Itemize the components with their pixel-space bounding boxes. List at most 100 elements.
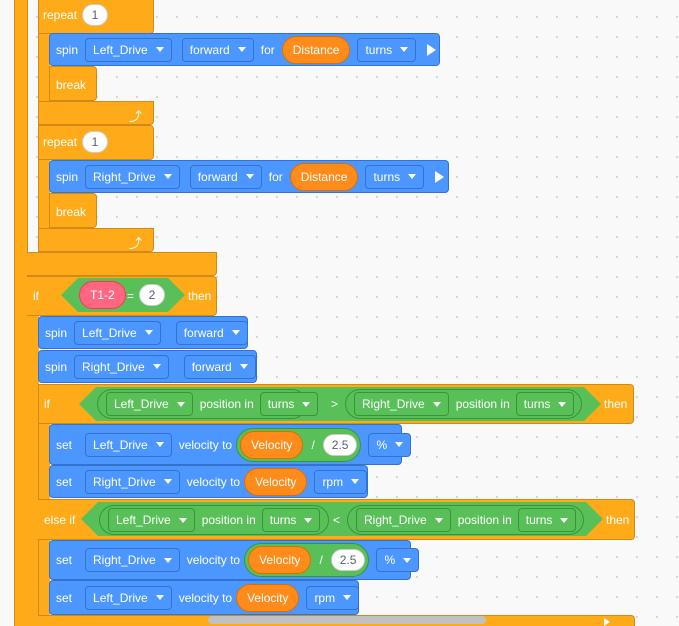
unit-dropdown[interactable]: % — [368, 432, 412, 457]
set-label: set — [56, 437, 73, 452]
position-reporter[interactable]: Right_Drive position in turns — [347, 505, 584, 535]
spin-block[interactable]: spin Left_Drive forward for Distance tur… — [49, 33, 440, 66]
velocity-variable[interactable]: Velocity — [244, 467, 308, 496]
caret-down-icon — [558, 401, 567, 407]
spin-block[interactable]: spin Right_Drive forward for Distance tu… — [49, 160, 449, 193]
unit-dropdown[interactable]: turns — [357, 37, 417, 62]
play-icon[interactable] — [604, 618, 610, 626]
caret-down-icon — [395, 442, 404, 447]
divide-operator[interactable]: Velocity / 2.5 — [236, 427, 362, 462]
unit-dropdown[interactable]: rpm — [306, 585, 360, 610]
distance-variable[interactable]: Distance — [289, 162, 359, 191]
divide-sign: / — [319, 553, 323, 567]
caret-down-icon — [343, 595, 352, 600]
equals-value-input[interactable]: 2 — [139, 284, 165, 306]
spin-block[interactable]: spin Left_Drive forward — [38, 316, 248, 349]
unit-dropdown[interactable]: turns — [517, 508, 577, 532]
repeat-count-input[interactable]: 1 — [82, 4, 108, 26]
distance-variable[interactable]: Distance — [281, 35, 351, 64]
then-label: then — [604, 397, 628, 411]
caret-down-icon — [231, 330, 240, 335]
spin-block[interactable]: spin Right_Drive forward — [38, 350, 257, 383]
divide-operator[interactable]: Velocity / 2.5 — [244, 543, 370, 577]
motor-value: Left_Drive — [82, 325, 137, 340]
velocity-to-label: velocity to — [186, 553, 241, 567]
repeat-label: repeat — [43, 8, 78, 22]
divisor-input[interactable]: 2.5 — [330, 549, 366, 571]
set-velocity-block[interactable]: set Left_Drive velocity to Velocity / 2.… — [49, 424, 412, 465]
play-icon[interactable] — [435, 170, 445, 183]
unit-dropdown[interactable]: turns — [515, 392, 575, 416]
motor-dropdown[interactable]: Left_Drive — [106, 392, 193, 416]
position-reporter[interactable]: Left_Drive position in turns — [97, 389, 319, 419]
set-velocity-block[interactable]: set Right_Drive velocity to Velocity / 2… — [49, 540, 420, 580]
motor-dropdown[interactable]: Right_Drive — [74, 354, 169, 379]
unit-dropdown[interactable]: rpm — [314, 469, 368, 494]
motor-value: Right_Drive — [93, 553, 156, 567]
unit-value: turns — [525, 513, 553, 527]
direction-dropdown[interactable]: forward — [181, 37, 254, 62]
motor-dropdown[interactable]: Right_Drive — [356, 508, 451, 532]
caret-down-icon — [560, 517, 569, 523]
unit-value: rpm — [322, 474, 344, 489]
caret-down-icon — [239, 364, 248, 369]
repeat-block-1-foot[interactable] — [38, 101, 154, 125]
divisor-input[interactable]: 2.5 — [322, 433, 358, 456]
unit-dropdown[interactable]: turns — [259, 392, 319, 416]
motor-dropdown[interactable]: Right_Drive — [85, 164, 180, 189]
greater-than-sign: > — [331, 397, 339, 411]
motor-value: Right_Drive — [364, 513, 427, 527]
velocity-to-label: velocity to — [178, 437, 233, 452]
set-velocity-block[interactable]: set Left_Drive velocity to Velocity rpm — [49, 580, 360, 615]
caret-down-icon — [245, 174, 254, 179]
repeat-count-input[interactable]: 1 — [82, 131, 108, 153]
unit-dropdown[interactable]: % — [376, 548, 420, 572]
position-reporter[interactable]: Left_Drive position in turns — [99, 505, 329, 535]
play-icon[interactable] — [427, 43, 437, 56]
caret-down-icon — [434, 517, 443, 523]
break-block[interactable] — [49, 66, 97, 101]
motor-dropdown[interactable]: Right_Drive — [85, 548, 180, 572]
outer-block-foot[interactable] — [27, 252, 217, 276]
direction-dropdown[interactable]: forward — [175, 320, 248, 345]
equals-sign: = — [127, 289, 135, 303]
unit-dropdown[interactable]: turns — [261, 508, 321, 532]
motor-dropdown[interactable]: Right_Drive — [85, 469, 180, 494]
caret-down-icon — [144, 330, 153, 335]
direction-dropdown[interactable]: forward — [183, 354, 256, 379]
motor-value: Left_Drive — [93, 590, 148, 605]
spin-label: spin — [45, 359, 68, 374]
direction-value: forward — [191, 359, 232, 374]
unit-dropdown[interactable]: turns — [365, 164, 425, 189]
position-in-label: position in — [455, 397, 510, 411]
horizontal-scrollbar[interactable] — [208, 616, 486, 624]
motor-dropdown[interactable]: Left_Drive — [85, 585, 172, 610]
velocity-variable[interactable]: Velocity — [248, 546, 312, 574]
motor-dropdown[interactable]: Left_Drive — [74, 320, 161, 345]
motor-dropdown[interactable]: Right_Drive — [354, 392, 449, 416]
caret-down-icon — [237, 47, 246, 52]
else-if-label: else if — [44, 513, 76, 527]
caret-down-icon — [400, 47, 409, 52]
velocity-variable[interactable]: Velocity — [236, 583, 300, 612]
velocity-variable[interactable]: Velocity — [240, 430, 304, 459]
motor-value: Left_Drive — [114, 397, 169, 411]
t1-2-list-reporter[interactable]: T1-2 — [79, 281, 126, 309]
motor-dropdown[interactable]: Left_Drive — [108, 508, 195, 532]
if-label: if — [44, 397, 50, 411]
position-reporter[interactable]: Right_Drive position in turns — [345, 389, 582, 419]
motor-value: Right_Drive — [82, 359, 145, 374]
direction-dropdown[interactable]: forward — [189, 164, 262, 189]
set-velocity-block[interactable]: set Right_Drive velocity to Velocity rpm — [49, 465, 368, 498]
break-block[interactable] — [49, 193, 97, 228]
repeat-block-2-foot[interactable] — [38, 228, 154, 252]
set-label: set — [56, 590, 73, 605]
motor-value: Left_Drive — [116, 513, 171, 527]
velocity-to-label: velocity to — [178, 590, 233, 605]
caret-down-icon — [155, 442, 164, 447]
motor-dropdown[interactable]: Left_Drive — [85, 432, 172, 457]
motor-dropdown[interactable]: Left_Drive — [85, 37, 172, 62]
motor-value: Left_Drive — [93, 437, 148, 452]
caret-down-icon — [178, 517, 187, 523]
position-in-label: position in — [199, 397, 254, 411]
